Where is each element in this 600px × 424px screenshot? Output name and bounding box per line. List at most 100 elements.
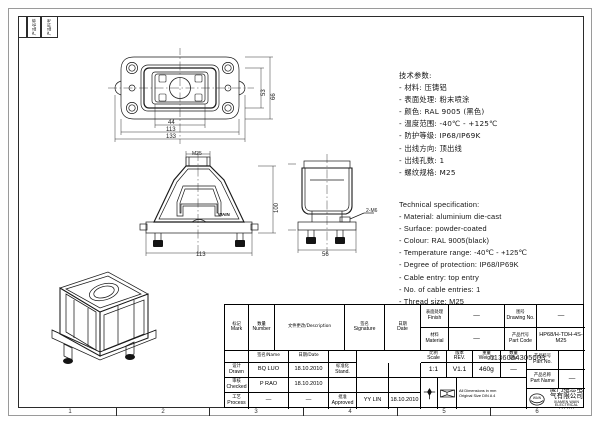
field-label-part-name: 产品名称 Part Name <box>527 370 559 389</box>
role-label-drawn-en: Drawn <box>229 368 244 375</box>
field-label-material-cn: 材料 <box>430 333 439 339</box>
field-value-drawing-no: — <box>537 305 585 328</box>
specs-chinese-line-7: - 出线孔数: 1 <box>399 155 445 165</box>
zone-number-2: 2 <box>161 409 165 415</box>
field-label-part-no: 产品料号 Part No. <box>527 351 559 370</box>
specs-english-line-6: - Cable entry: top entry <box>399 272 479 282</box>
role-label-process: 工艺 Process <box>225 393 249 409</box>
zone-number-5: 5 <box>442 409 446 415</box>
svg-text:WAIN: WAIN <box>218 212 230 217</box>
zone-divider <box>116 408 117 416</box>
specs-chinese-line-2: - 表面处理: 粉末喷涂 <box>399 95 470 105</box>
field-label-part-code-cn: 产品代号 <box>511 333 530 339</box>
approved-name: YY LIN <box>363 397 382 404</box>
revtable-header-signature: 签名 Signature <box>345 305 385 351</box>
specs-chinese-line-3: - 颜色: RAL 9005 (黑色) <box>399 107 485 117</box>
specs-english-line-4: - Temperature range: -40℃ - +125℃ <box>399 248 528 258</box>
role-label-stand: 标准化 Stand. <box>329 363 357 378</box>
isometric-view-drawing <box>30 260 160 380</box>
field-label-part-no-en: Part No. <box>533 358 552 365</box>
role-value-drawn-date: 18.10.2010 <box>289 363 329 378</box>
zone-divider <box>209 408 210 416</box>
revtable-header-mark-cn: 标记 <box>232 321 241 327</box>
front-view-dim-113: 113 <box>196 252 206 258</box>
first-angle-icon <box>423 387 435 399</box>
role-label-drawn-cn: 设计 <box>232 364 241 370</box>
checked-name: P RAO <box>259 381 278 388</box>
role-label-stand-en: Stand. <box>335 368 350 375</box>
projection-cone-icon <box>439 389 455 398</box>
process-date: — <box>305 397 312 404</box>
field-label-scale-en: Scale <box>427 355 440 362</box>
field-label-drawing-no-en: Drawing No. <box>506 314 535 321</box>
checked-date: 18.10.2010 <box>294 381 323 388</box>
revtable-header-mark-en: Mark <box>230 326 243 333</box>
zone-number-6: 6 <box>535 409 539 415</box>
revtable-header-mark: 标记 Mark <box>225 305 249 351</box>
company-name-cn: 厦门维恩电气有限公司 <box>550 389 583 401</box>
role-blank-mid-2 <box>357 378 389 393</box>
revtable-header-date: 日期 Date <box>385 305 421 351</box>
role-header-date-label: 日期/Date <box>298 353 319 359</box>
specs-chinese-line-5: - 防护等级: IP68/IP69K <box>399 131 481 141</box>
role-label-process-cn: 工艺 <box>232 395 241 401</box>
revtable-header-description-label: 文件更改/Description <box>287 324 332 330</box>
company-cell: WAIN 厦门维恩电气有限公司 XIAMEN WAIN ELECTRICAL C… <box>527 389 585 409</box>
part-code-value: HP68/H-TDH-4S-M25 <box>539 332 583 344</box>
zone-divider <box>303 408 304 416</box>
role-label-drawn: 设计 Drawn <box>225 363 249 378</box>
revtable-header-description: 文件更改/Description <box>275 305 345 351</box>
field-label-scale-cn: 比例 <box>429 351 438 356</box>
projection-symbol-first-angle <box>421 378 438 409</box>
rev-value: V1.1 <box>452 365 467 373</box>
weight-value: 460g <box>479 365 494 373</box>
role-label-approved: 批准 Approved <box>329 393 357 409</box>
role-value-stand-name <box>357 363 389 378</box>
field-label-part-name-cn: 产品名称 <box>533 373 552 379</box>
specs-english-line-1: - Material: aluminium die-cast <box>399 212 502 222</box>
title-block: 标记 Mark 数量 Number 文件更改/Description 签名 Si… <box>224 304 585 409</box>
role-header-blank-right <box>329 351 357 363</box>
field-label-rev-cn: 版本 <box>455 351 464 356</box>
field-value-finish: — <box>449 305 505 328</box>
field-label-finish-en: Finish <box>427 314 442 321</box>
field-value-weight: 460g <box>473 363 501 378</box>
field-label-part-code: 产品代号 Part Code <box>505 328 537 351</box>
zone-number-3: 3 <box>254 409 258 415</box>
specs-english-line-2: - Surface: powder-coated <box>399 224 487 234</box>
specs-chinese-heading: 技术参数: <box>399 71 432 80</box>
specs-english-line-7: - No. of cable entries: 1 <box>399 284 481 294</box>
svg-text:2-M6: 2-M6 <box>366 208 378 214</box>
zone-divider <box>397 408 398 416</box>
scale-value: 1:1 <box>428 365 439 373</box>
material-value: — <box>473 334 480 342</box>
specs-english-line-3: - Colour: RAL 9005(black) <box>399 236 490 246</box>
drawn-date: 18.10.2010 <box>294 366 323 373</box>
field-value-part-code: HP68/H-TDH-4S-M25 <box>537 328 585 351</box>
field-label-material: 材料 Material <box>421 328 449 351</box>
header-tab-name-label: 产品名称 <box>31 18 37 36</box>
qty-value: — <box>510 365 517 373</box>
field-label-finish: 表面处理 Finish <box>421 305 449 328</box>
zone-number-1: 1 <box>68 409 72 415</box>
revtable-header-number: 数量 Number <box>249 305 275 351</box>
header-tab-blank <box>18 16 27 38</box>
svg-text:M25: M25 <box>192 151 202 157</box>
top-view-dim-53: 53 <box>261 89 267 96</box>
field-value-rev: V1.1 <box>447 363 473 378</box>
company-block: WAIN 厦门维恩电气有限公司 XIAMEN WAIN ELECTRICAL C… <box>527 389 585 409</box>
specs-chinese-line-8: - 螺纹规格: M25 <box>399 167 456 177</box>
role-label-approved-en: Approved <box>331 399 354 406</box>
dimension-note: All Dimensions in mm Original Size DIN A… <box>459 388 496 399</box>
role-value-approved-name: YY LIN <box>357 393 389 409</box>
specs-english: Technical specification: - Material: alu… <box>399 199 527 308</box>
role-value-process-name: — <box>249 393 289 409</box>
specs-english-line-8: - Thread size: M25 <box>399 296 465 306</box>
top-view-drawing <box>108 48 283 148</box>
field-label-part-no-cn: 产品料号 <box>533 354 552 360</box>
role-value-drawn-name: BQ LUO <box>249 363 289 378</box>
field-value-part-no <box>559 351 585 370</box>
zone-divider <box>490 408 491 416</box>
field-label-rev-en: REV. <box>453 355 466 362</box>
header-tab-part-no: 产品料号 <box>41 16 58 38</box>
